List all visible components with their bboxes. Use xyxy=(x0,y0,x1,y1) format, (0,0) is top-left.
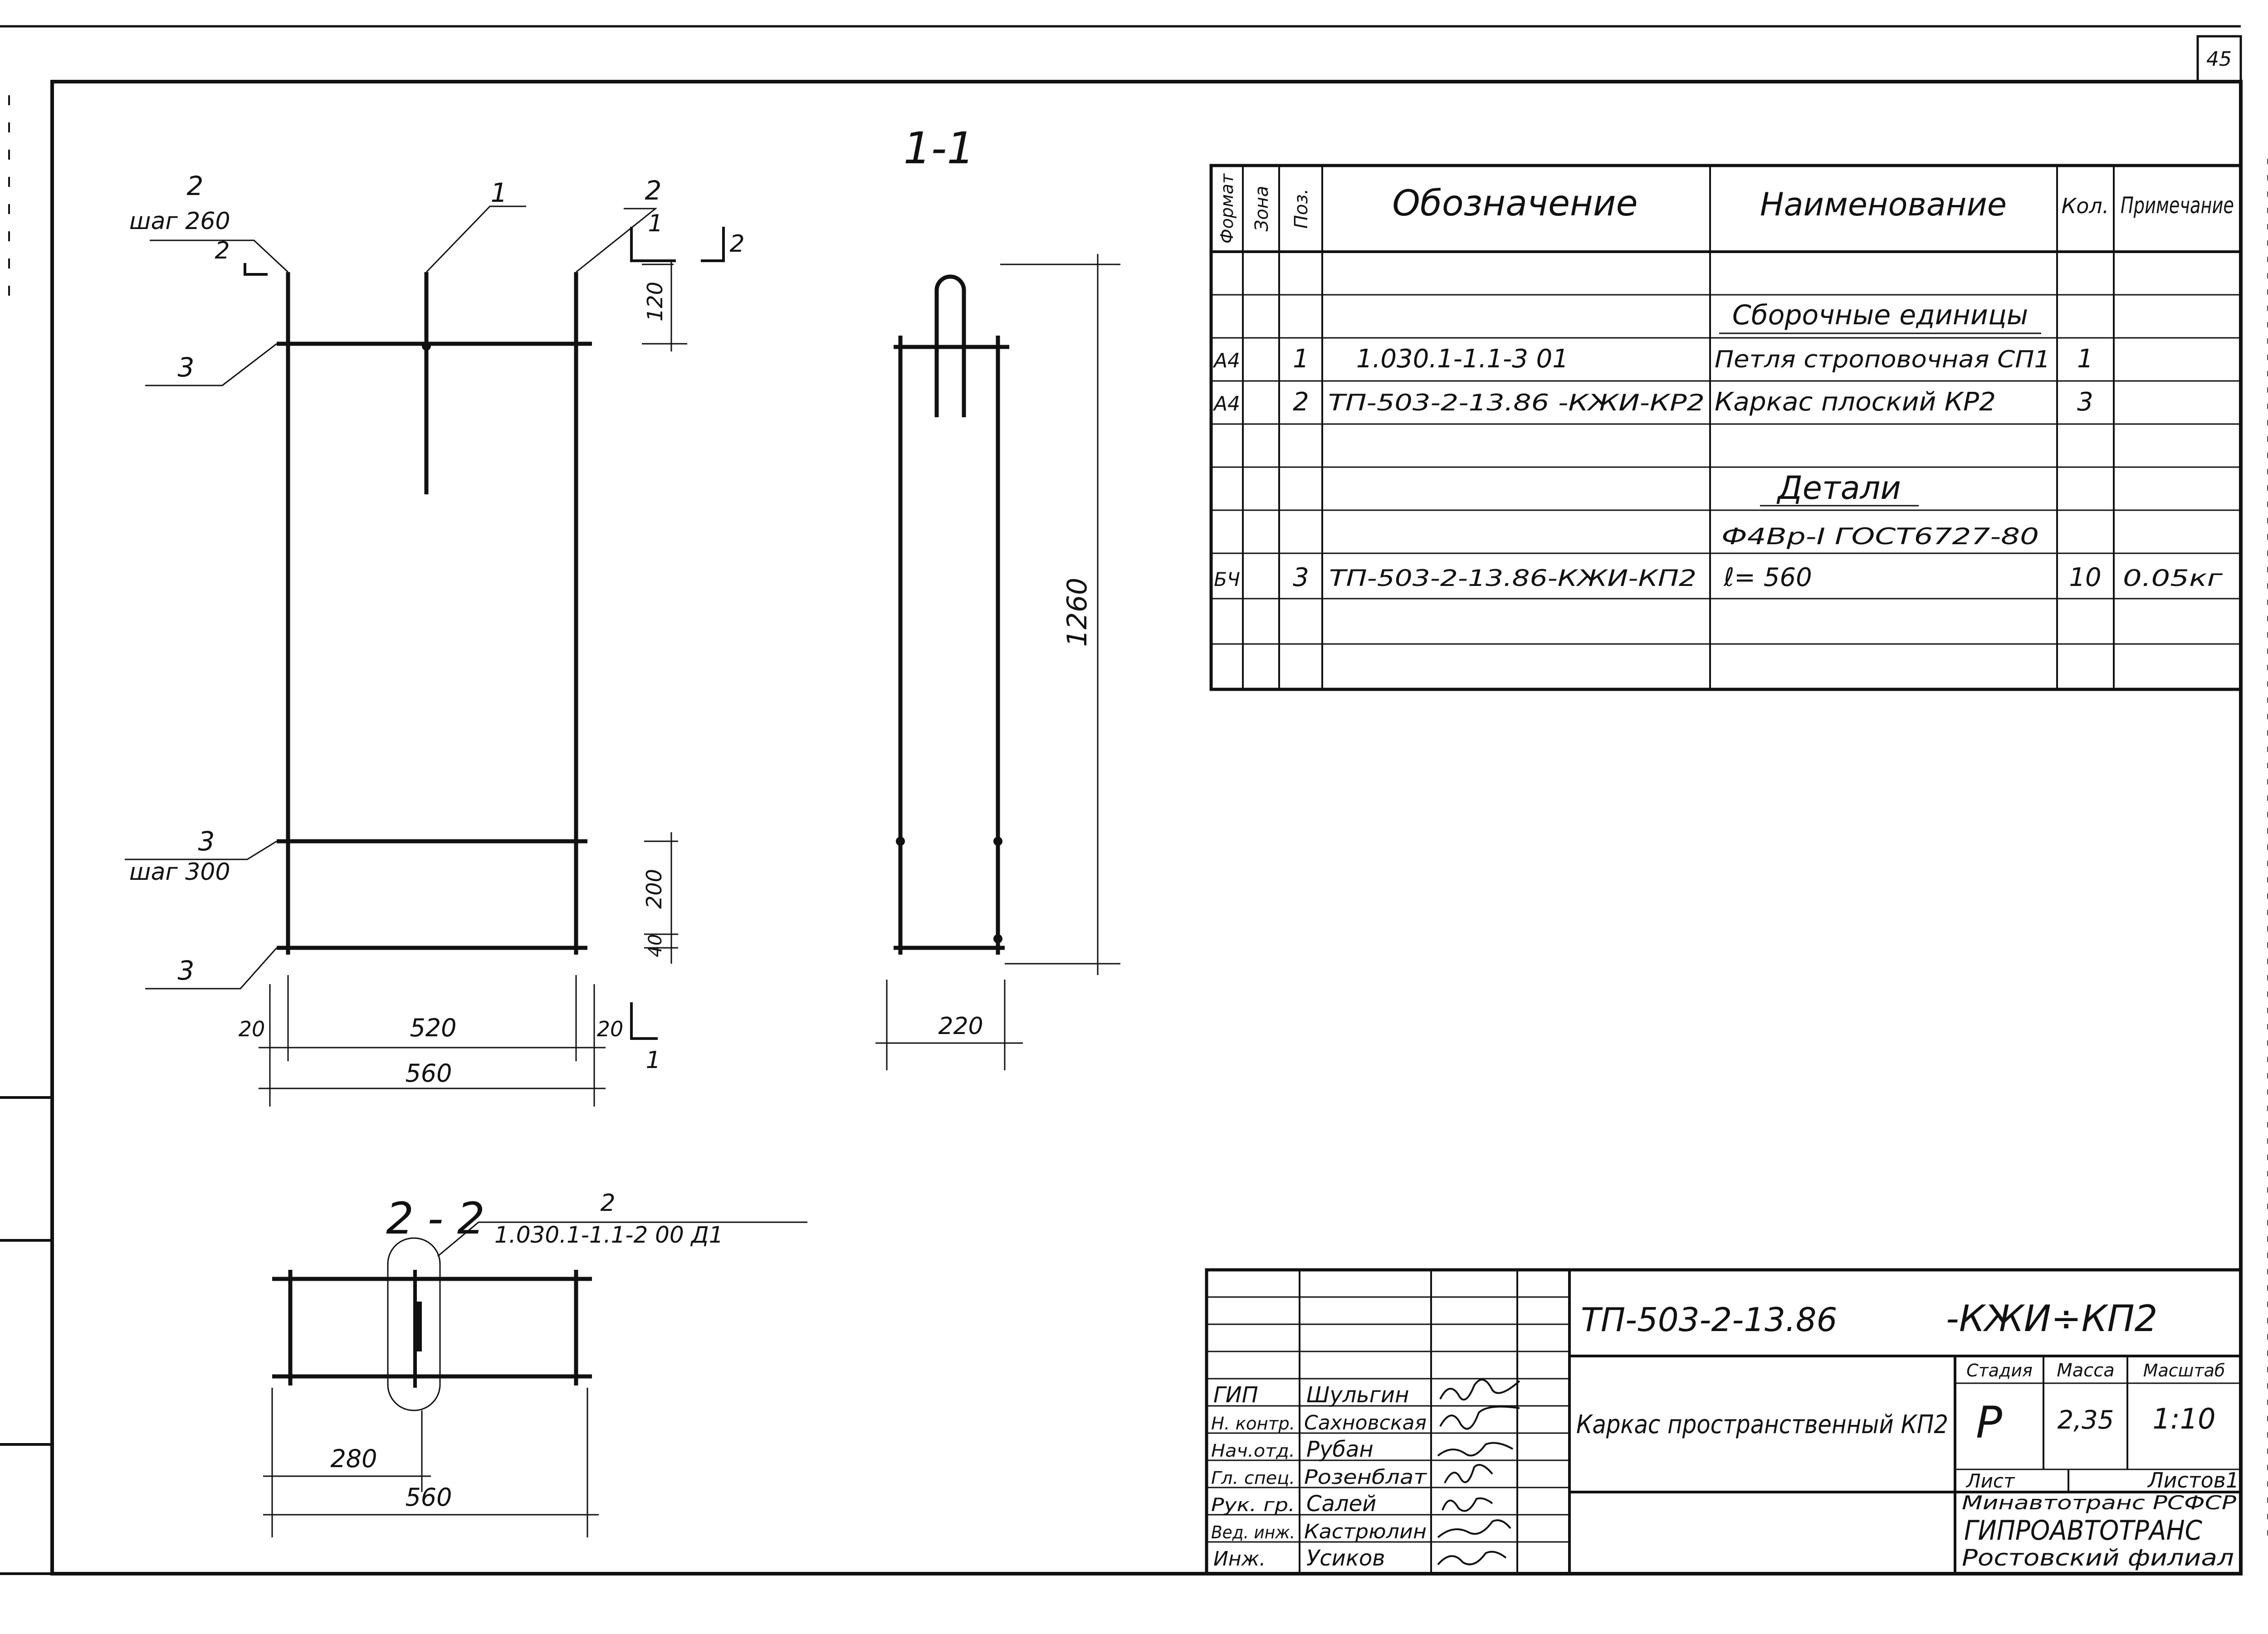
dim-120: 120 xyxy=(643,282,667,322)
row-material: Ф4Вр-I ГОСТ6727-80 xyxy=(1721,523,2039,550)
row2-qty: 3 xyxy=(2077,387,2093,417)
header-qty: Кол. xyxy=(2062,194,2109,218)
staff-role: Инж. xyxy=(1213,1547,1266,1571)
staff-role: Н. контр. xyxy=(1211,1414,1295,1434)
title-block xyxy=(1205,1268,2243,1575)
callout-pos3-bottom: 3 xyxy=(178,955,195,986)
section-mark-2: 2 xyxy=(729,230,744,258)
stage-label: Стадия xyxy=(1966,1361,2033,1380)
dim-560: 560 xyxy=(405,1059,452,1088)
org-branch: Ростовский филиал xyxy=(1962,1545,2234,1571)
row3-note: 0.05кг xyxy=(2123,565,2223,591)
row1-name: Петля строповочная СП1 xyxy=(1715,346,2050,373)
dim-200: 200 xyxy=(642,869,666,909)
sheet-number: 45 xyxy=(2206,48,2232,71)
staff-name: Розенблат xyxy=(1304,1466,1427,1489)
row3-name: ℓ= 560 xyxy=(1723,563,1812,592)
dim-560-section: 560 xyxy=(405,1483,452,1512)
drawing-title: Каркас пространственный КП2 xyxy=(1576,1410,1948,1439)
lifting-loop-plan xyxy=(387,1237,441,1411)
staff-role: Нач.отд. xyxy=(1211,1441,1295,1461)
dim-20-right: 20 xyxy=(597,1017,624,1041)
row-details-header: Детали xyxy=(1776,469,1901,507)
staff-name: Кастрюлин xyxy=(1304,1520,1427,1543)
sheet-frame xyxy=(0,25,2268,1575)
callout-pos2-right: 2 xyxy=(645,175,662,206)
callout-ref-d1: 1.030.1-1.1-2 00 Д1 xyxy=(494,1222,723,1248)
section-mark-1: 1 xyxy=(648,210,663,237)
section-label-2-2: 2 - 2 xyxy=(386,1193,485,1244)
document-code-suffix: -КЖИ÷КП2 xyxy=(1946,1297,2158,1340)
staff-name: Усиков xyxy=(1306,1546,1385,1571)
callout-step-260: шаг 260 xyxy=(129,208,230,235)
stage-value: Р xyxy=(1976,1397,2002,1448)
org-institute: ГИПРОАВТОТРАНС xyxy=(1964,1515,2202,1546)
callout-pos2-left: 2 xyxy=(187,171,204,201)
header-pos: Поз. xyxy=(1291,189,1312,229)
lifting-loop xyxy=(934,274,966,417)
row1-qty: 1 xyxy=(2077,344,2093,374)
staff-name: Сахновская xyxy=(1304,1411,1427,1434)
dim-520: 520 xyxy=(410,1014,456,1042)
row-assembly-header: Сборочные единицы xyxy=(1732,299,2028,331)
staff-name: Шульгин xyxy=(1306,1382,1409,1408)
sheet-label: Лист xyxy=(1965,1470,2015,1492)
row3-format: БЧ xyxy=(1214,568,1240,590)
dim-20-left: 20 xyxy=(239,1017,265,1041)
scale-value: 1:10 xyxy=(2152,1402,2215,1435)
row2-name: Каркас плоский КР2 xyxy=(1715,387,1996,417)
row1-format: А4 xyxy=(1212,349,1240,372)
staff-role: Гл. спец. xyxy=(1211,1468,1295,1488)
callout-pos3-top: 3 xyxy=(178,352,195,383)
staff-role: Вед. инж. xyxy=(1211,1522,1295,1542)
row3-qty: 10 xyxy=(2069,563,2101,592)
callout-mark-2-left: 2 xyxy=(215,237,230,264)
dim-280: 280 xyxy=(330,1444,377,1473)
dim-40: 40 xyxy=(645,934,666,957)
specification-table xyxy=(1209,164,2243,691)
sheets-label: Листов1 xyxy=(2147,1468,2239,1493)
mass-label: Масса xyxy=(2057,1360,2115,1381)
org-ministry: Минавтотранс РСФСР xyxy=(1962,1492,2237,1514)
section-label-1-1: 1-1 xyxy=(904,123,975,174)
scale-label: Масштаб xyxy=(2143,1361,2225,1380)
staff-list: ГИП Шульгин Н. контр. Сахновская Нач.отд… xyxy=(1211,1382,1427,1571)
header-designation: Обозначение xyxy=(1392,183,1637,224)
header-zone: Зона xyxy=(1251,186,1272,232)
section-1-1-view xyxy=(875,254,1120,1070)
header-note: Примечание xyxy=(2121,192,2234,219)
signatures xyxy=(1437,1379,1520,1566)
row1-designation: 1.030.1-1.1-3 01 xyxy=(1356,344,1569,374)
staff-role: Рук. гр. xyxy=(1211,1495,1295,1516)
staff-role: ГИП xyxy=(1213,1382,1258,1408)
header-format: Формат xyxy=(1217,173,1237,244)
dim-220: 220 xyxy=(938,1013,983,1040)
section-2-2-view xyxy=(263,1221,807,1537)
row3-designation: ТП-503-2-13.86-КЖИ-КП2 xyxy=(1329,565,1696,591)
row1-pos: 1 xyxy=(1293,344,1309,374)
callout-pos1: 1 xyxy=(491,177,508,208)
row3-pos: 3 xyxy=(1293,563,1309,592)
elevation-view xyxy=(125,205,725,1107)
callout-step-300: шаг 300 xyxy=(129,858,230,886)
header-name: Наименование xyxy=(1760,186,2007,223)
mass-value: 2,35 xyxy=(2058,1405,2114,1435)
document-code: ТП-503-2-13.86 xyxy=(1581,1301,1837,1339)
callout-pos2-section: 2 xyxy=(600,1190,615,1217)
staff-name: Рубан xyxy=(1306,1437,1374,1462)
dim-1260: 1260 xyxy=(1061,578,1093,647)
section-mark-1-bottom: 1 xyxy=(645,1047,660,1074)
callout-pos3-mid: 3 xyxy=(198,826,215,857)
row2-pos: 2 xyxy=(1293,387,1309,417)
staff-name: Салей xyxy=(1306,1491,1376,1517)
row2-designation: ТП-503-2-13.86 -КЖИ-КР2 xyxy=(1328,390,1705,416)
row2-format: А4 xyxy=(1212,392,1240,415)
